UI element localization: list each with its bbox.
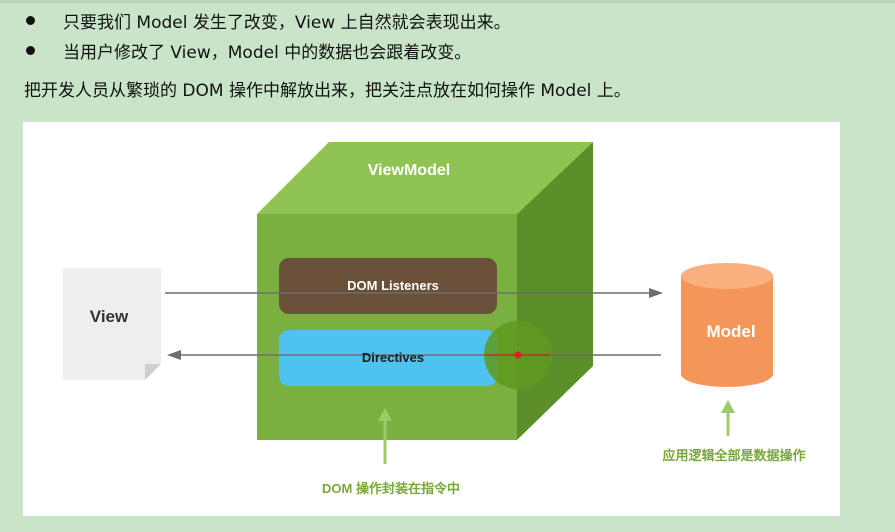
view-label: View	[89, 307, 129, 326]
mvvm-diagram: ViewModel DOM Listeners Directives View …	[23, 122, 840, 516]
arrow-left-head-icon	[167, 350, 181, 360]
highlight-marker-dot	[514, 351, 522, 359]
viewmodel-label: ViewModel	[367, 162, 451, 179]
diagram-canvas	[63, 142, 773, 464]
bullet-text-1: 只要我们 Model 发生了改变，View 上自然就会表现出来。	[63, 12, 511, 33]
bullet-dot-icon	[26, 46, 35, 55]
model-label: Model	[706, 322, 756, 341]
arrow-up-head-icon	[378, 408, 392, 421]
view-page-fold	[145, 364, 161, 380]
arrow-right-head-icon	[649, 288, 663, 298]
arrow-up-head-icon	[721, 400, 735, 413]
model-cylinder-top	[681, 263, 773, 289]
top-divider	[0, 0, 895, 3]
bullet-text-2: 当用户修改了 View，Model 中的数据也会跟着改变。	[63, 42, 472, 63]
dom-listeners-label: DOM Listeners	[347, 278, 439, 293]
dom-caption: DOM 操作封装在指令中	[322, 481, 460, 496]
bullet-dot-icon	[26, 16, 35, 25]
directives-label: Directives	[361, 350, 425, 365]
model-caption: 应用逻辑全部是数据操作	[662, 448, 806, 463]
dom-listeners-bar	[279, 258, 497, 314]
cube-top-face	[257, 142, 593, 214]
bullet-item-2: 当用户修改了 View，Model 中的数据也会跟着改变。	[26, 38, 472, 63]
model-cylinder-body	[681, 276, 773, 387]
intro-paragraph: 把开发人员从繁琐的 DOM 操作中解放出来，把关注点放在如何操作 Model 上…	[24, 81, 631, 101]
directives-bar	[279, 330, 497, 386]
cube-front-face	[257, 214, 517, 440]
bullet-item-1: 只要我们 Model 发生了改变，View 上自然就会表现出来。	[26, 8, 511, 33]
view-page-shape	[63, 268, 161, 380]
